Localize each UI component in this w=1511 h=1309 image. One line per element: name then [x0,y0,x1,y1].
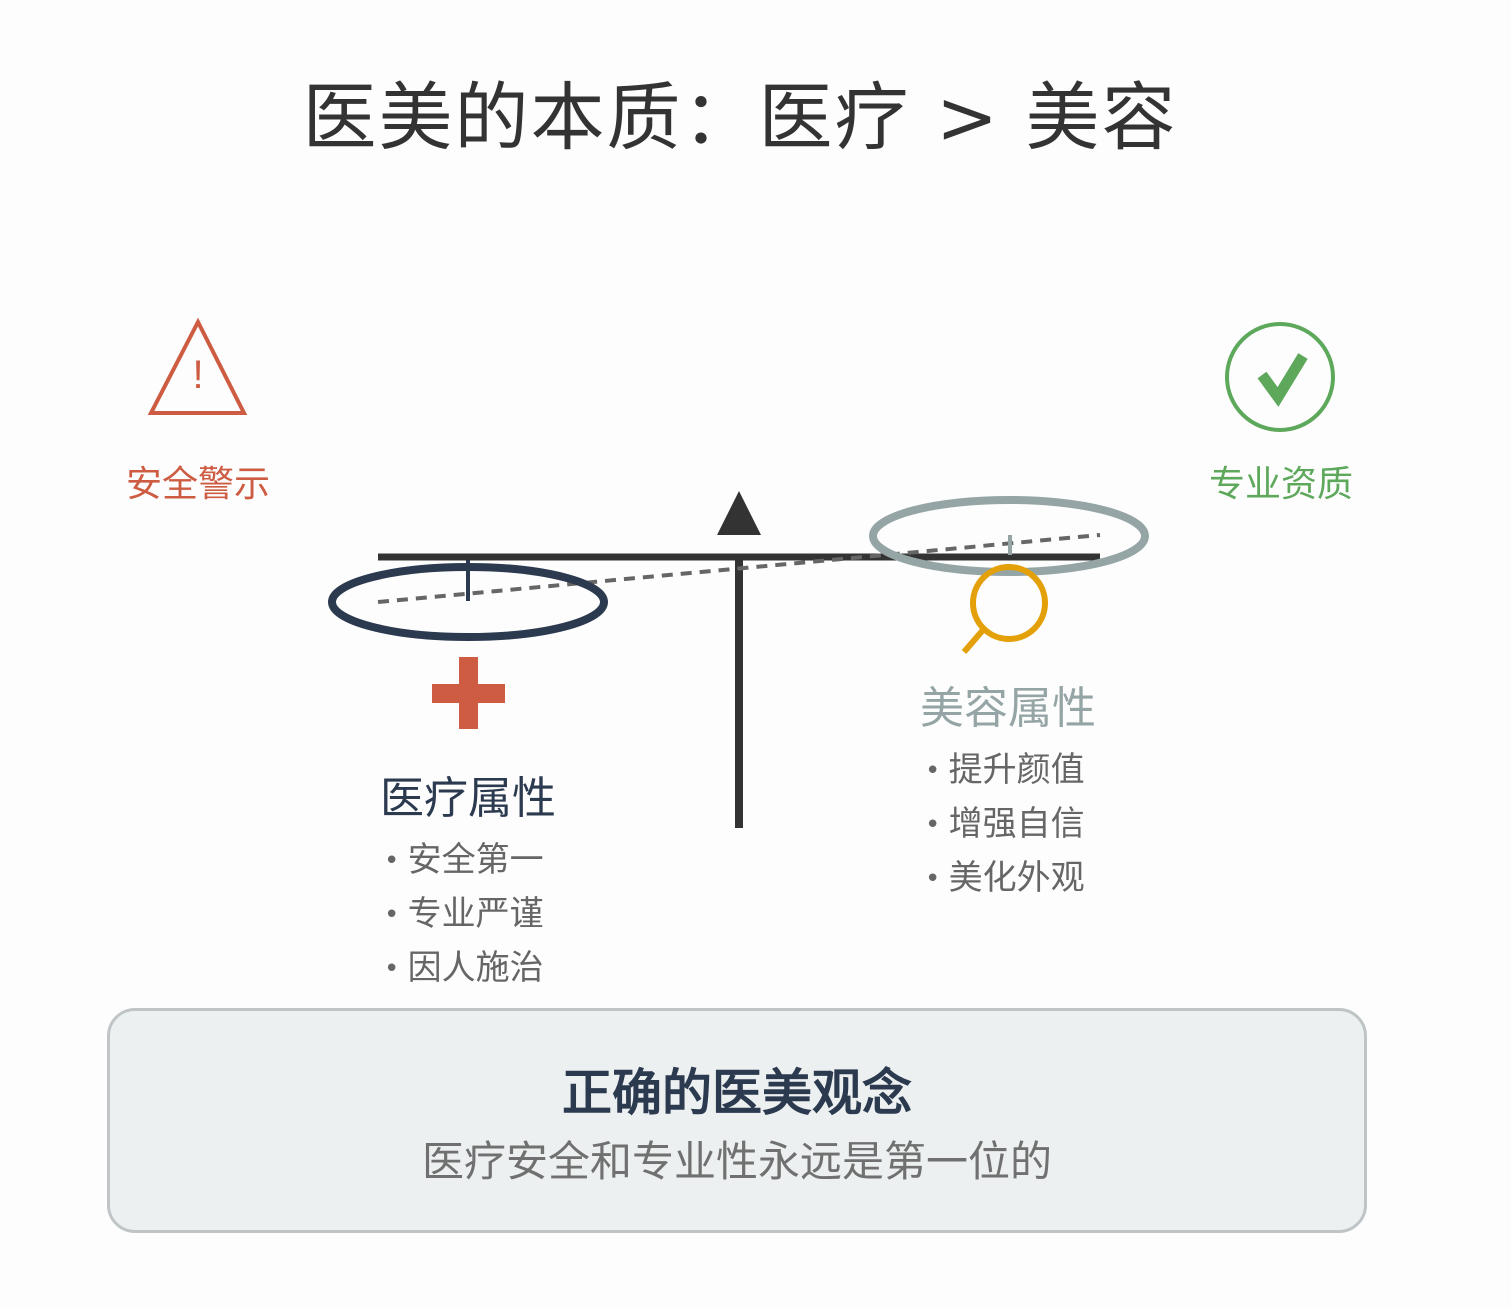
summary-title: 正确的医美观念 [562,1064,912,1122]
list-item: 提升颜值 [925,743,1085,797]
beauty-attribute-title: 美容属性 [920,683,1096,734]
check-circle-icon [1225,322,1335,432]
medical-pan [328,560,608,641]
list-item: 增强自信 [925,797,1085,851]
medical-cross-icon [432,657,505,729]
medical-attribute-list: 安全第一 专业严谨 因人施治 [384,833,544,995]
beauty-pan [869,496,1149,576]
page-title: 医美的本质：医疗 > 美容 [302,75,1178,161]
magnifier-icon [961,564,1048,654]
warning-triangle-icon: ! [147,317,248,415]
summary-box: 正确的医美观念 医疗安全和专业性永远是第一位的 [107,1008,1367,1233]
warning-label: 安全警示 [126,464,271,505]
summary-subtitle: 医疗安全和专业性永远是第一位的 [421,1137,1052,1186]
list-item: 美化外观 [925,851,1085,905]
medical-attribute-title: 医疗属性 [380,773,556,824]
fulcrum-icon [717,491,761,535]
list-item: 因人施治 [384,941,544,995]
list-item: 专业严谨 [384,887,544,941]
tilted-beam [377,533,1101,604]
svg-text:!: ! [192,353,203,397]
beauty-attribute-list: 提升颜值 增强自信 美化外观 [925,743,1085,905]
list-item: 安全第一 [384,833,544,887]
qualification-label: 专业资质 [1209,464,1354,505]
